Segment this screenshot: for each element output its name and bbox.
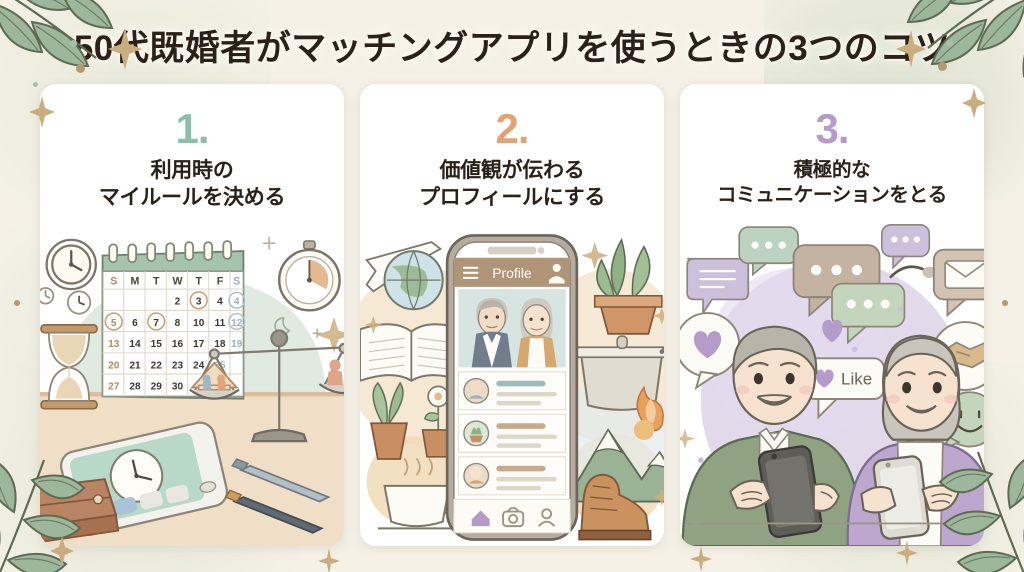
tip-heading-2: 価値観が伝わる プロフィールにする bbox=[419, 158, 605, 212]
svg-text:27: 27 bbox=[108, 381, 120, 392]
like-bubble-label: Like bbox=[841, 369, 872, 388]
senior-couple-messaging-illustration: Like bbox=[680, 218, 984, 546]
tip-heading-2-line1: 価値観が伝わる bbox=[439, 159, 585, 182]
svg-text:6: 6 bbox=[132, 318, 138, 329]
svg-text:13: 13 bbox=[108, 339, 120, 350]
svg-text:16: 16 bbox=[172, 339, 184, 350]
tip-number-3: 3. bbox=[815, 105, 849, 152]
svg-text:17: 17 bbox=[193, 339, 205, 350]
tip-heading-1: 利用時の マイルールを決める bbox=[98, 158, 286, 212]
svg-text:4: 4 bbox=[217, 296, 223, 307]
tip-card-3[interactable]: 3. 積極的な コミュニケーションをとる bbox=[680, 84, 984, 546]
page-title: 50代既婚者がマッチングアプリを使うときの3つのコツ bbox=[73, 28, 951, 68]
svg-text:29: 29 bbox=[151, 381, 163, 392]
tip-card-1[interactable]: 1. 利用時の マイルールを決める bbox=[40, 84, 344, 546]
svg-text:18: 18 bbox=[214, 339, 226, 350]
decor-dot-7 bbox=[1002, 300, 1008, 306]
sparkle-bottom-center-right bbox=[690, 546, 712, 572]
tips-card-row: 1. 利用時の マイルールを決める bbox=[40, 84, 984, 546]
svg-text:28: 28 bbox=[129, 381, 141, 392]
tip-heading-1-line1: 利用時の bbox=[150, 159, 234, 182]
svg-text:20: 20 bbox=[108, 360, 120, 371]
tip-heading-3: 積極的な コミュニケーションをとる bbox=[717, 158, 947, 208]
svg-text:19: 19 bbox=[231, 339, 243, 350]
svg-text:W: W bbox=[172, 275, 182, 287]
svg-text:T: T bbox=[153, 275, 160, 287]
svg-text:M: M bbox=[131, 275, 140, 287]
svg-text:2: 2 bbox=[175, 296, 181, 307]
tip-number-2: 2. bbox=[495, 105, 529, 152]
tip-number-1: 1. bbox=[175, 105, 209, 152]
svg-text:30: 30 bbox=[172, 381, 184, 392]
tip-heading-3-line1: 積極的な bbox=[793, 159, 871, 181]
svg-text:F: F bbox=[217, 275, 224, 287]
profile-phone-hobbies-illustration: Profile bbox=[360, 222, 664, 546]
svg-text:10: 10 bbox=[193, 318, 205, 329]
svg-text:4: 4 bbox=[234, 296, 240, 307]
tip-heading-1-line2: マイルールを決める bbox=[98, 185, 286, 209]
svg-text:24: 24 bbox=[193, 360, 205, 371]
svg-text:12: 12 bbox=[231, 318, 243, 329]
phone-header-title: Profile bbox=[492, 265, 532, 281]
svg-text:15: 15 bbox=[151, 339, 163, 350]
tip-heading-2-line2: プロフィールにする bbox=[418, 185, 606, 209]
svg-text:S: S bbox=[233, 275, 240, 287]
svg-text:8: 8 bbox=[175, 318, 181, 329]
decor-dot-3 bbox=[33, 82, 38, 87]
svg-text:11: 11 bbox=[215, 318, 226, 329]
svg-text:5: 5 bbox=[111, 318, 117, 329]
svg-text:7: 7 bbox=[153, 318, 159, 329]
svg-text:S: S bbox=[110, 275, 117, 287]
decor-dot-6 bbox=[14, 300, 20, 306]
svg-text:21: 21 bbox=[129, 360, 141, 371]
sparkle-bottom-center-left bbox=[318, 548, 340, 572]
svg-text:14: 14 bbox=[129, 339, 141, 350]
svg-text:23: 23 bbox=[172, 360, 184, 371]
svg-text:22: 22 bbox=[151, 360, 163, 371]
svg-text:T: T bbox=[195, 275, 202, 287]
tip-card-2[interactable]: 2. 価値観が伝わる プロフィールにする bbox=[360, 84, 664, 546]
svg-text:3: 3 bbox=[196, 296, 202, 307]
tip-heading-3-line2: コミュニケーションをとる bbox=[716, 183, 947, 206]
calendar-clock-balance-illustration: S M T W T F S bbox=[40, 222, 344, 546]
